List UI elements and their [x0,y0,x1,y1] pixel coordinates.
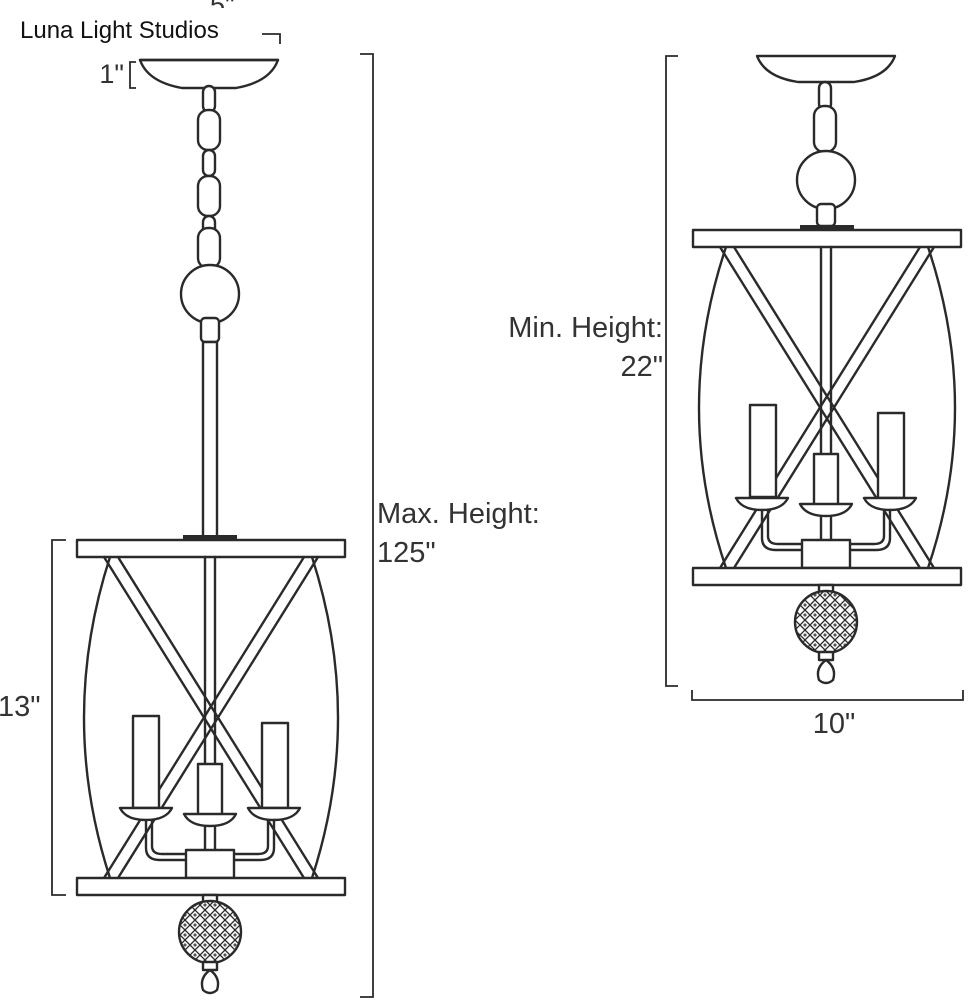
min-height-label: Min. Height: [508,312,663,344]
chain [196,84,222,270]
top-plate [691,228,963,249]
body-width-label: 10" [813,708,856,740]
min-height-value: 22" [620,351,663,383]
crystal-finial [177,893,243,995]
brand-label: Luna Light Studios [20,17,219,44]
canopy [755,54,897,84]
canopy-height-label: 1" [99,59,124,89]
dimension-lines-right [665,55,964,701]
canopy-width-label: 5" [210,0,235,20]
extended-fixture [75,58,347,995]
cage-side-right [310,555,340,880]
compact-fixture [691,54,963,685]
max-height-label: Max. Height: [377,498,540,530]
brand-label-background [0,0,262,46]
dimension-lines-left [51,33,374,998]
ring-loop [795,149,857,211]
ring-loop [179,263,241,325]
top-plate [75,538,347,559]
down-rod [201,340,219,540]
body-height-label: 13" [0,691,41,723]
max-height-value: 125" [377,537,436,569]
candle-cluster [118,714,302,880]
cage-side-left [82,555,112,880]
bottom-plate [75,876,347,897]
canopy [138,58,280,90]
bottom-plate [691,566,963,587]
